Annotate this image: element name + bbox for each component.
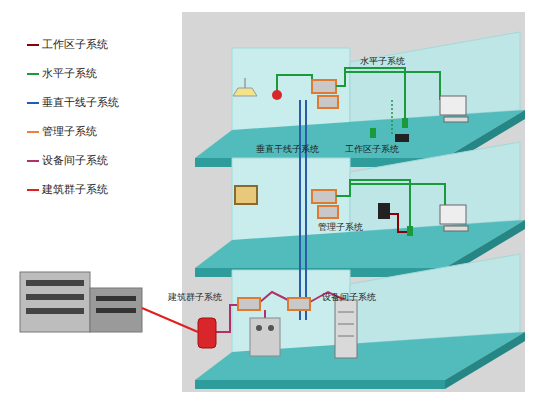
horizontal-cable [391,100,393,135]
subsystem-label: 水平子系统 [360,56,405,67]
ground-floor [195,254,525,389]
lamp-cord [245,78,246,88]
equipment-cable [264,310,266,318]
equipment-box [250,318,280,356]
middle-floor [195,142,525,277]
patch-panel [318,206,338,218]
horizontal-cable [336,68,405,122]
server-rack [335,300,357,358]
patch-panel [288,298,310,310]
equipment-cable [260,292,288,302]
legend-line [27,73,39,75]
legend-text: 垂直干线子系统 [42,96,119,110]
legend-line [27,160,39,162]
subsystem-label: 垂直干线子系统 [256,144,319,155]
rack-slot [338,336,354,337]
top-floor [195,32,525,167]
sensor [272,90,282,100]
legend-line [27,131,39,133]
rack-slot [338,312,354,313]
computer [440,205,466,224]
picture [235,186,257,204]
keyboard [444,226,468,231]
subsystem-label: 工作区子系统 [345,144,399,155]
outlet [407,226,413,236]
window-row [26,280,84,286]
campus-building [90,288,142,332]
window-row [96,296,136,301]
legend-text: 管理子系统 [42,125,97,139]
building-backdrop [182,12,525,392]
work-area-cable [390,214,407,232]
horizontal-cable [345,72,440,100]
window-row [96,308,136,313]
legend-text: 水平子系统 [42,67,97,81]
window-row [26,294,84,300]
computer [440,96,466,115]
subsystem-label: 建筑群子系统 [168,292,222,303]
patch-panel [318,96,338,108]
horizontal-cable [277,75,312,95]
legend-text: 设备间子系统 [42,154,108,168]
equipment-cable [216,305,238,332]
legend-text: 工作区子系统 [42,38,108,52]
legend-line [27,102,39,104]
patch-panel [312,190,336,203]
lamp [233,88,257,96]
legend-line [27,189,39,191]
terminal-device [378,203,390,219]
legend-text: 建筑群子系统 [42,183,108,197]
subsystem-label: 管理子系统 [318,222,363,233]
equipment-knob [256,325,262,331]
backbone-cable [305,100,307,320]
outlet [402,118,408,128]
window-row [26,308,84,314]
campus-cable [142,308,198,332]
telephone [395,134,409,142]
subsystem-label: 设备间子系统 [322,292,376,303]
backbone-cable [299,100,301,320]
rack-slot [338,324,354,325]
keyboard [444,117,468,122]
entrance-cabinet [198,318,216,348]
patch-panel [238,298,260,310]
patch-panel [312,80,336,93]
campus-building [20,272,90,332]
outlet [370,128,376,138]
legend-line [27,44,39,46]
equipment-knob [268,325,274,331]
horizontal-cable [350,184,445,205]
